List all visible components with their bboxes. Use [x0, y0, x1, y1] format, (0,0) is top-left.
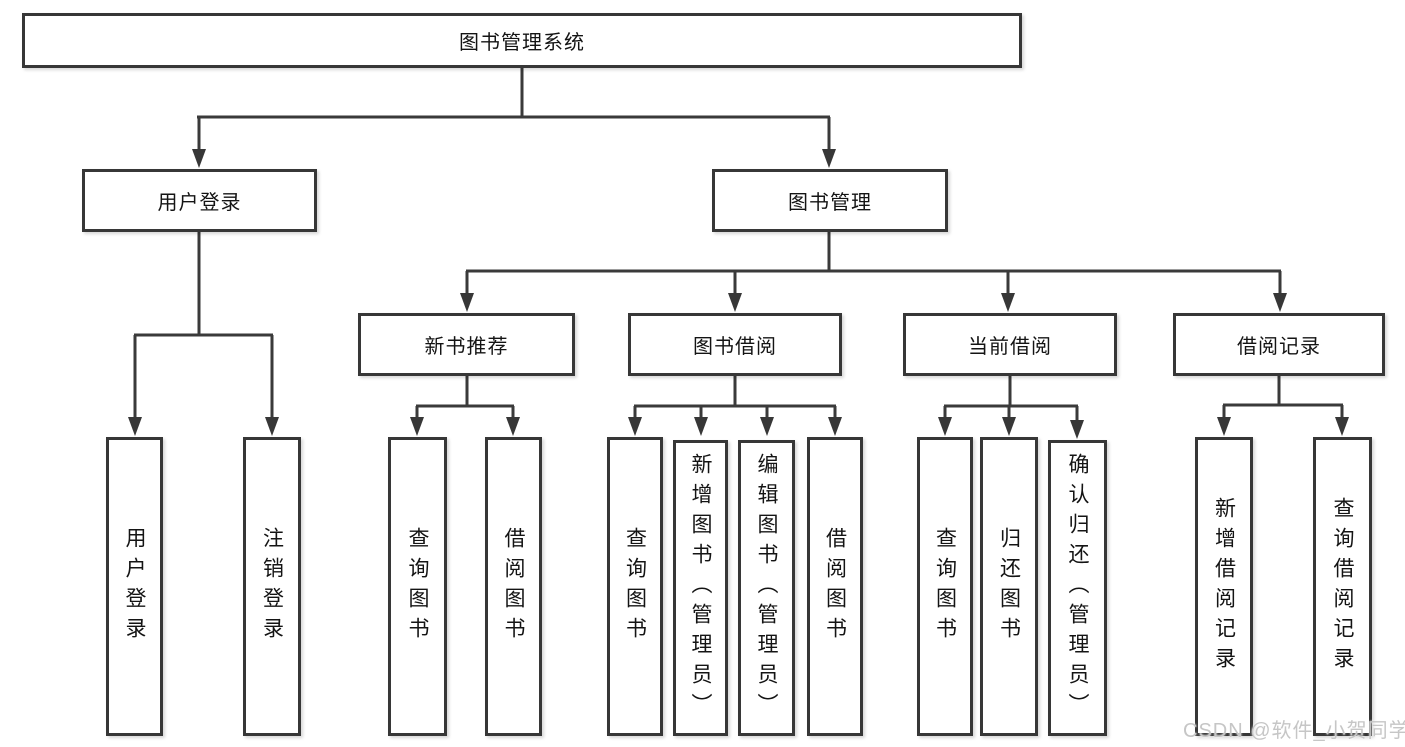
- node-label: 查询借阅记录: [1331, 496, 1355, 677]
- node-book-management: 图书管理: [712, 169, 948, 232]
- node-label: 注销登录: [260, 526, 284, 647]
- node-leaf-query-borrow-record: 查询借阅记录: [1313, 437, 1372, 736]
- node-label: 归还图书: [997, 526, 1021, 647]
- node-label: 图书管理系统: [459, 32, 585, 54]
- node-current-borrowing: 当前借阅: [903, 313, 1117, 376]
- node-label: 图书借阅: [693, 336, 777, 358]
- node-label: 图书管理: [788, 192, 872, 214]
- node-label: 编辑图书（管理员）: [755, 453, 779, 723]
- node-leaf-query-books-borrow: 查询图书: [607, 437, 663, 736]
- node-leaf-user-login: 用户登录: [106, 437, 163, 736]
- node-leaf-add-books-admin: 新增图书（管理员）: [673, 440, 728, 736]
- node-leaf-query-books-recommend: 查询图书: [388, 437, 447, 736]
- node-label: 新增借阅记录: [1212, 496, 1236, 677]
- node-borrowing-records: 借阅记录: [1173, 313, 1385, 376]
- node-leaf-add-borrow-record: 新增借阅记录: [1195, 437, 1253, 736]
- node-leaf-borrow-books: 借阅图书: [807, 437, 863, 736]
- node-book-borrowing: 图书借阅: [628, 313, 842, 376]
- node-leaf-edit-books-admin: 编辑图书（管理员）: [738, 440, 795, 736]
- node-root-system: 图书管理系统: [22, 13, 1022, 68]
- node-label: 新书推荐: [424, 336, 509, 358]
- node-leaf-logout: 注销登录: [243, 437, 301, 736]
- csdn-watermark: CSDN @软件_小贺同学: [1183, 720, 1405, 742]
- node-label: 确认归还（管理员）: [1066, 453, 1090, 723]
- node-label: 借阅记录: [1237, 336, 1321, 358]
- node-label: 用户登录: [123, 526, 147, 647]
- node-label: 用户登录: [157, 192, 242, 214]
- node-label: 新增图书（管理员）: [689, 453, 713, 723]
- arrowheads: [128, 149, 1349, 439]
- node-label: 查询图书: [623, 526, 647, 647]
- node-new-book-recommendation: 新书推荐: [358, 313, 575, 376]
- node-leaf-borrow-books-recommend: 借阅图书: [485, 437, 542, 736]
- node-leaf-confirm-return-admin: 确认归还（管理员）: [1048, 440, 1107, 736]
- node-leaf-query-books-current: 查询图书: [917, 437, 973, 736]
- node-label: 查询图书: [406, 526, 430, 647]
- node-label: 借阅图书: [823, 526, 847, 647]
- node-label: 当前借阅: [968, 336, 1052, 358]
- node-user-login: 用户登录: [82, 169, 317, 232]
- node-leaf-return-books: 归还图书: [980, 437, 1038, 736]
- node-label: 借阅图书: [502, 526, 526, 647]
- node-label: 查询图书: [933, 526, 957, 647]
